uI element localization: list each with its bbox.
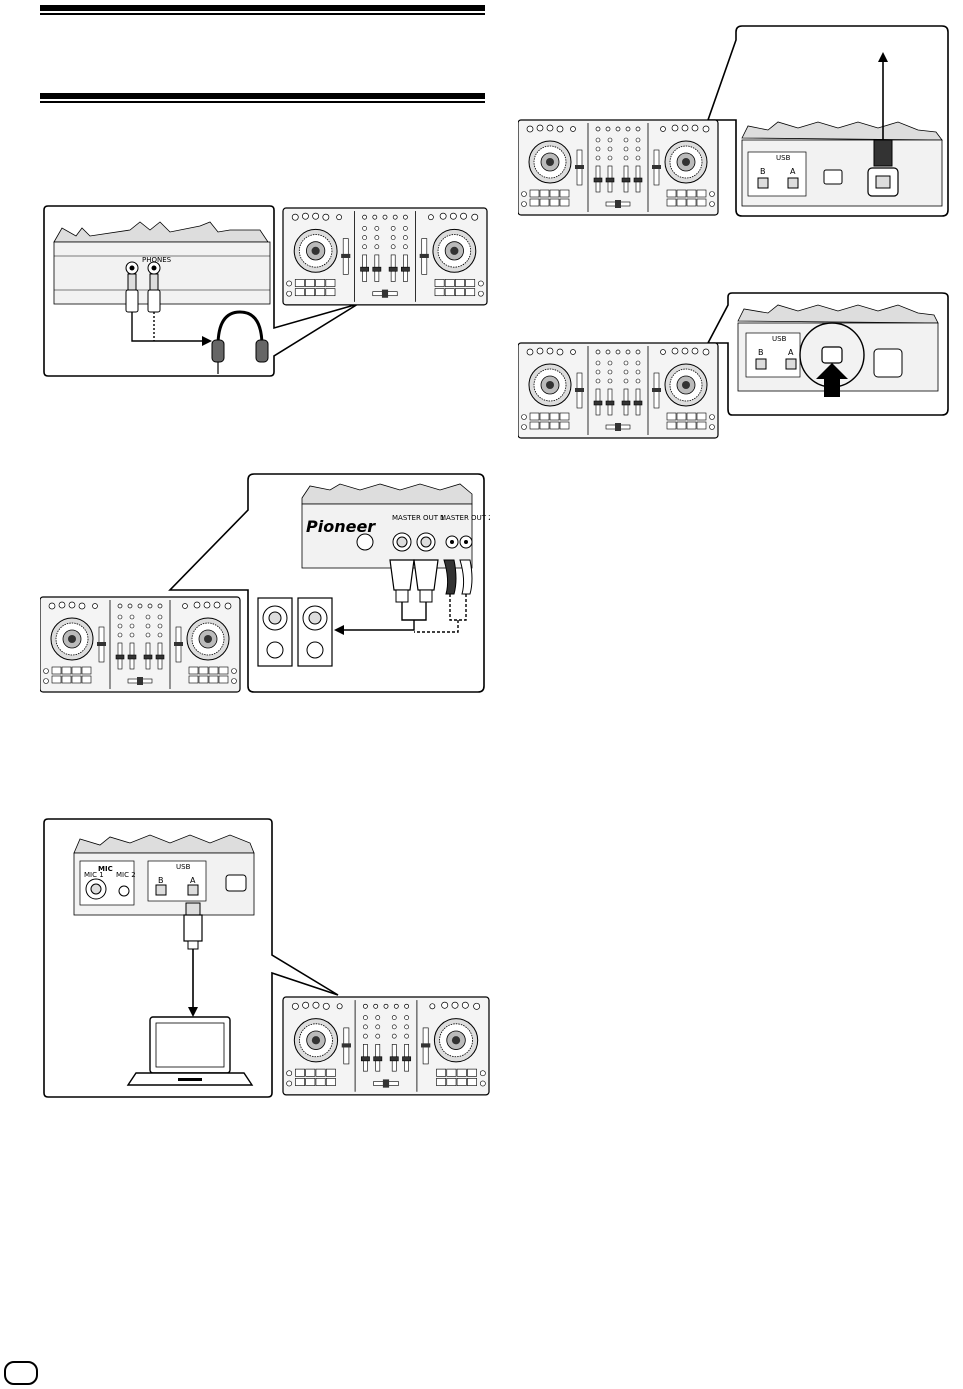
phones-jack-label: PHONES bbox=[142, 256, 172, 264]
figure-power-cord: USB B A bbox=[518, 20, 963, 225]
master-out2-label: MASTER OUT 2 bbox=[440, 514, 490, 522]
master-out1-label: MASTER OUT 1 bbox=[392, 514, 445, 522]
power-usb-port-a: A bbox=[790, 167, 796, 176]
usb-port-a: A bbox=[190, 876, 196, 885]
header-rule-top-thin bbox=[40, 13, 485, 15]
page-number-badge bbox=[4, 1361, 38, 1385]
brand-logo: Pioneer bbox=[306, 517, 376, 536]
figure-usb-computer: MIC MIC 1 MIC 2 USB B A bbox=[40, 815, 490, 1100]
power-usb-port-b: B bbox=[760, 167, 766, 176]
mic2-label: MIC 2 bbox=[116, 871, 136, 879]
mic-label: MIC bbox=[98, 865, 113, 873]
figure-headphones: PHONES bbox=[40, 200, 490, 385]
header-rule-bottom bbox=[40, 93, 485, 99]
header-rule-top bbox=[40, 5, 485, 11]
usb-port-b: B bbox=[158, 876, 164, 885]
usb-label: USB bbox=[176, 863, 191, 871]
button-usb-port-b: B bbox=[758, 348, 764, 357]
header-rule-bottom-thin bbox=[40, 101, 485, 103]
figure-power-button: USB B A bbox=[518, 287, 963, 442]
button-usb-label: USB bbox=[772, 335, 787, 343]
mic1-label: MIC 1 bbox=[84, 871, 104, 879]
button-usb-port-a: A bbox=[788, 348, 794, 357]
power-usb-label: USB bbox=[776, 154, 791, 162]
figure-master-out: Pioneer MASTER OUT 1 MASTER OUT 2 bbox=[40, 470, 490, 695]
